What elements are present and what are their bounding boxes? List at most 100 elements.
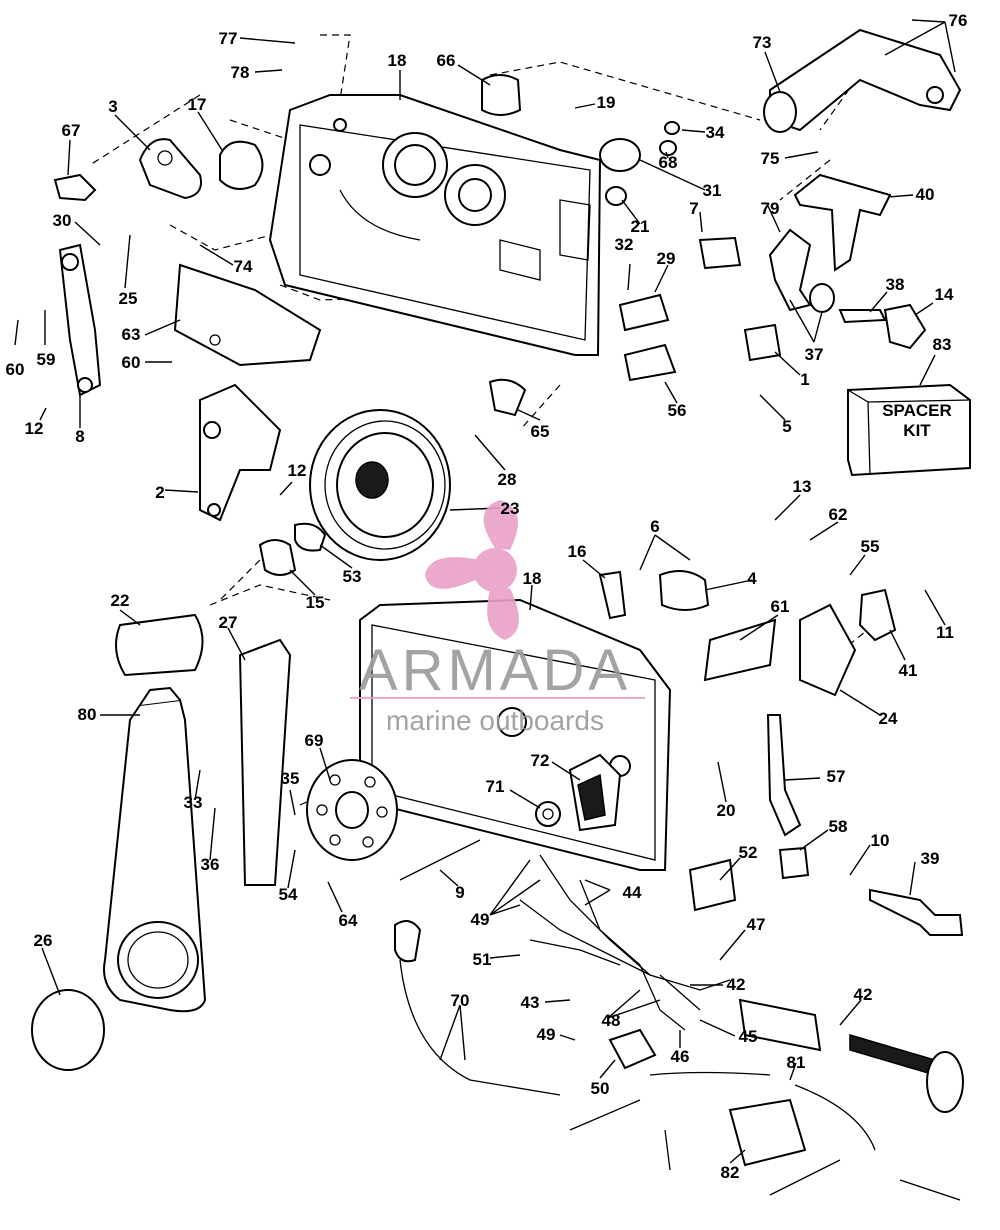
callout-51: 51 <box>473 950 492 969</box>
callout-3: 3 <box>108 97 117 116</box>
wiring-harness <box>399 839 961 1201</box>
callout-42a: 42 <box>727 975 746 994</box>
callout-43: 43 <box>521 993 540 1012</box>
callout-17: 17 <box>188 95 207 114</box>
callout-22: 22 <box>111 591 130 610</box>
callout-66: 66 <box>437 51 456 70</box>
watermark: ARMADA marine outboards <box>350 500 645 736</box>
callout-41: 41 <box>899 661 918 680</box>
control-housing-bottom <box>359 598 672 871</box>
callout-25: 25 <box>119 289 138 308</box>
callout-76: 76 <box>949 11 968 30</box>
callout-26: 26 <box>34 931 53 950</box>
callout-21: 21 <box>631 217 650 236</box>
callout-7: 7 <box>689 199 698 218</box>
callout-49a: 49 <box>471 910 490 929</box>
callout-23: 23 <box>501 499 520 518</box>
detent <box>53 173 97 202</box>
callout-24: 24 <box>879 709 898 728</box>
watermark-blade-icon <box>487 588 519 640</box>
small-hardware <box>31 74 964 1167</box>
callout-74: 74 <box>234 257 253 276</box>
callout-49b: 49 <box>537 1025 556 1044</box>
throttle-cam-wheel <box>309 409 451 561</box>
callout-35: 35 <box>281 769 300 788</box>
callout-32: 32 <box>615 235 634 254</box>
callout-37: 37 <box>805 345 824 364</box>
callout-67: 67 <box>62 121 81 140</box>
gasket <box>219 140 264 190</box>
callout-28: 28 <box>498 470 517 489</box>
callout-72: 72 <box>531 751 550 770</box>
callout-36: 36 <box>201 855 220 874</box>
callout-31: 31 <box>703 181 722 200</box>
callout-78: 78 <box>231 63 250 82</box>
callout-59: 59 <box>37 350 56 369</box>
callout-14: 14 <box>935 285 954 304</box>
callout-38: 38 <box>886 275 905 294</box>
callout-9: 9 <box>455 883 464 902</box>
callout-61: 61 <box>771 597 790 616</box>
control-handle <box>103 686 207 1013</box>
callout-47: 47 <box>747 915 766 934</box>
callout-39: 39 <box>921 849 940 868</box>
callout-12a: 12 <box>25 419 44 438</box>
callout-5: 5 <box>782 417 791 436</box>
control-housing-top <box>268 94 602 356</box>
callout-50: 50 <box>591 1079 610 1098</box>
callout-10: 10 <box>871 831 890 850</box>
callout-16: 16 <box>568 542 587 561</box>
callout-55: 55 <box>861 537 880 556</box>
callout-29: 29 <box>657 249 676 268</box>
spacer-kit-line2: KIT <box>903 421 931 440</box>
callout-52: 52 <box>739 843 758 862</box>
throttle-arm <box>58 243 102 397</box>
callout-15: 15 <box>306 593 325 612</box>
callout-8: 8 <box>75 427 84 446</box>
callout-83: 83 <box>933 335 952 354</box>
callout-58: 58 <box>829 817 848 836</box>
callout-68: 68 <box>659 153 678 172</box>
callout-71: 71 <box>486 777 505 796</box>
watermark-tagline: marine outboards <box>386 705 604 736</box>
warning-plate <box>173 263 322 367</box>
callout-34: 34 <box>706 123 725 142</box>
callout-75: 75 <box>761 149 780 168</box>
callout-80: 80 <box>78 705 97 724</box>
callout-33: 33 <box>184 793 203 812</box>
callout-6: 6 <box>650 517 659 536</box>
callout-11: 11 <box>936 623 954 642</box>
callout-13: 13 <box>793 477 812 496</box>
callout-44: 44 <box>623 883 642 902</box>
callout-54: 54 <box>279 885 298 904</box>
callout-27: 27 <box>219 613 238 632</box>
callout-45: 45 <box>739 1027 758 1046</box>
callout-57: 57 <box>827 767 846 786</box>
leader-lines <box>14 19 956 1164</box>
callout-65: 65 <box>531 422 550 441</box>
callout-81: 81 <box>787 1053 806 1072</box>
callout-64: 64 <box>339 911 358 930</box>
cam-link <box>138 138 202 200</box>
callout-53: 53 <box>343 567 362 586</box>
callout-40: 40 <box>916 185 935 204</box>
callout-60a: 60 <box>6 360 25 379</box>
callout-1: 1 <box>800 370 809 389</box>
callout-42b: 42 <box>854 985 873 1004</box>
callout-18b: 18 <box>523 569 542 588</box>
watermark-blade-icon <box>483 500 518 550</box>
neutral-lever <box>199 383 282 522</box>
key-boot <box>883 303 927 350</box>
trim-arm <box>763 28 962 133</box>
spacer-kit-label: SPACER KIT <box>882 401 952 440</box>
switch-bracket <box>768 228 812 312</box>
ignition-key <box>838 309 887 324</box>
callout-62: 62 <box>829 505 848 524</box>
callout-63: 63 <box>122 325 141 344</box>
callout-30: 30 <box>53 211 72 230</box>
callout-82: 82 <box>721 1163 740 1182</box>
callout-77: 77 <box>219 29 238 48</box>
